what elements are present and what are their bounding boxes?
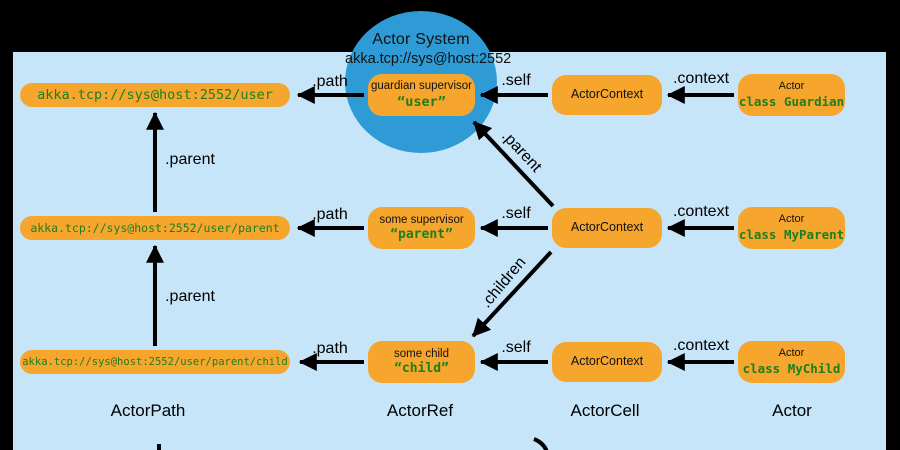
actorref-title: guardian supervisor [370, 80, 472, 93]
label-self-row2: .self [501, 205, 531, 222]
label-self-row3: .self [501, 339, 531, 356]
actor-box-myparent: Actor class MyParent [738, 207, 845, 249]
actorref-title: some supervisor [379, 213, 464, 226]
actor-class: class Guardian [738, 94, 845, 110]
actor-class: class MyChild [742, 361, 841, 377]
actor-box-guardian: Actor class Guardian [738, 74, 845, 116]
actorcontext-box-user: ActorContext [552, 75, 662, 115]
label-parent-path2: .parent [165, 288, 215, 305]
column-label-actorref: ActorRef [386, 401, 454, 420]
actor-system-title: Actor System [372, 31, 470, 48]
actorref-name: “child” [394, 361, 449, 377]
label-context-row1: .context [672, 70, 730, 87]
column-label-actorpath: ActorPath [110, 401, 186, 420]
label-context-row3: .context [672, 337, 730, 354]
actorcontext-label: ActorContext [570, 354, 644, 369]
actorref-title: some child [394, 347, 449, 360]
actor-system-address: akka.tcp://sys@host:2552 [345, 51, 512, 67]
actorpath-pill-parent: akka.tcp://sys@host:2552/user/parent [20, 216, 290, 240]
actor-class: class MyParent [738, 227, 845, 243]
actorcontext-box-child: ActorContext [552, 342, 662, 382]
label-self-row1: .self [501, 72, 531, 89]
actor-title: Actor [778, 213, 805, 226]
actorref-box-parent: some supervisor “parent” [368, 207, 475, 249]
actor-box-mychild: Actor class MyChild [738, 341, 845, 383]
actorpath-pill-child: akka.tcp://sys@host:2552/user/parent/chi… [20, 350, 290, 374]
actorpath-text: akka.tcp://sys@host:2552/user/parent/chi… [22, 356, 288, 368]
actor-title: Actor [778, 347, 805, 360]
label-path-row3: .path [312, 340, 348, 357]
actorcontext-label: ActorContext [570, 220, 644, 235]
label-path-row1: .path [312, 73, 348, 90]
actorpath-pill-user: akka.tcp://sys@host:2552/user [20, 83, 290, 107]
column-label-actorcell: ActorCell [570, 401, 640, 420]
actor-title: Actor [778, 80, 805, 93]
label-context-row2: .context [672, 203, 730, 220]
label-path-row2: .path [312, 206, 348, 223]
actorref-name: “parent” [390, 227, 453, 243]
actorpath-text: akka.tcp://sys@host:2552/user [37, 87, 273, 103]
actorcontext-box-parent: ActorContext [552, 208, 662, 248]
actorcontext-label: ActorContext [570, 87, 644, 102]
column-label-actor: Actor [772, 401, 812, 420]
actorref-name: “user” [397, 93, 446, 110]
actorpath-text: akka.tcp://sys@host:2552/user/parent [30, 221, 280, 235]
actorref-box-user: guardian supervisor “user” [368, 74, 475, 116]
actorref-box-child: some child “child” [368, 341, 475, 383]
label-parent-path1: .parent [165, 151, 215, 168]
